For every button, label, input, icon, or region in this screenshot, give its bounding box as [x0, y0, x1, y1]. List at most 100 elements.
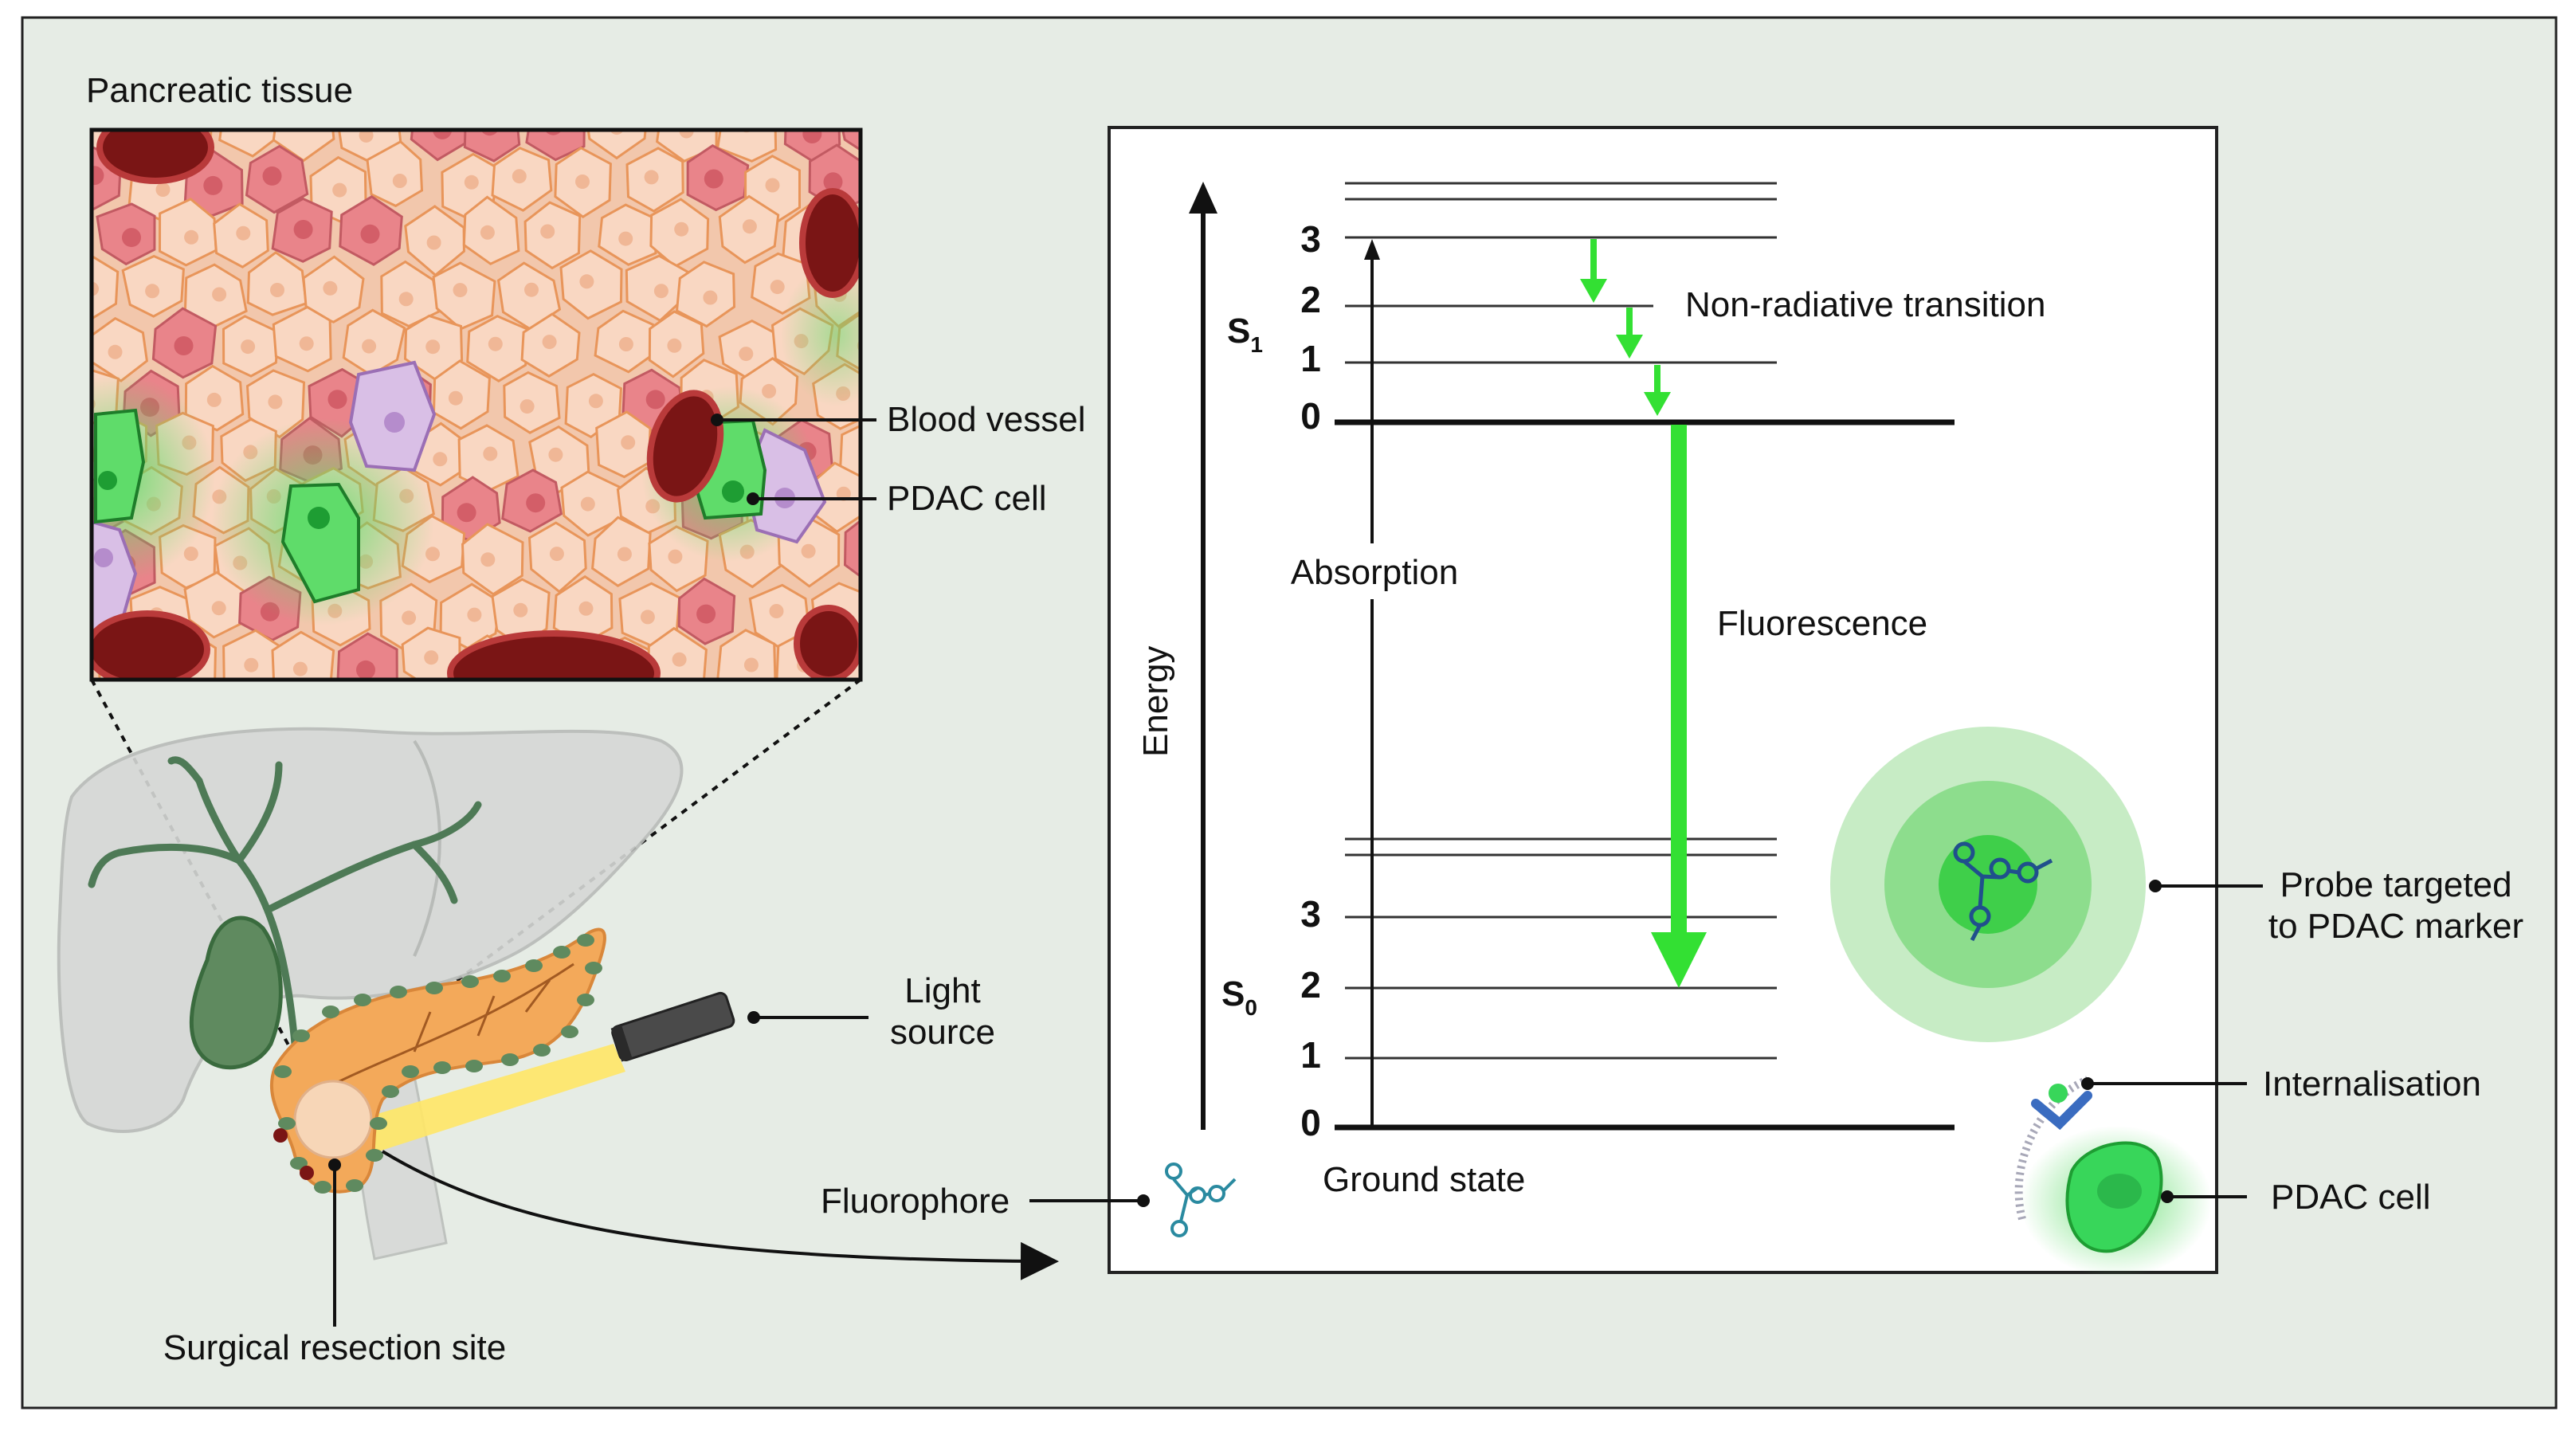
light-source-label-2: source — [890, 1013, 995, 1052]
tumor-dot — [366, 1149, 383, 1162]
s0-vibrational-levels — [1345, 837, 1777, 1060]
cell-nucleus — [802, 130, 822, 143]
cell-nucleus — [92, 166, 104, 186]
s1-level-3: 3 — [1300, 218, 1321, 260]
cell-nucleus — [526, 493, 546, 513]
tumor-dot — [561, 1025, 578, 1038]
cell-nucleus — [108, 344, 123, 359]
fluorophore-molecule-icon — [1165, 1162, 1237, 1237]
s1-letter: S — [1227, 312, 1250, 351]
cell-nucleus — [617, 547, 632, 562]
cell-nucleus — [270, 283, 284, 297]
cell-nucleus — [483, 446, 498, 461]
tumor-dot — [346, 1179, 363, 1192]
energy-axis-arrowhead — [1189, 182, 1217, 214]
s1-level-1: 1 — [1300, 338, 1321, 379]
cell-nucleus — [672, 652, 687, 667]
fluorescence-arrow — [1671, 425, 1687, 935]
fluorescence-arrowhead — [1651, 932, 1707, 988]
tumor-dot — [370, 1117, 387, 1130]
cell-nucleus — [457, 503, 476, 523]
cell-nucleus — [542, 335, 557, 350]
s1-level-2: 2 — [1300, 279, 1321, 320]
tissue-cell — [218, 130, 278, 158]
cell-nucleus — [488, 336, 503, 351]
cell-nucleus — [398, 292, 414, 307]
cell-nucleus — [679, 130, 694, 139]
tumor-dot — [433, 1061, 451, 1074]
blood-vessel-dot — [711, 414, 723, 426]
resection-site — [293, 1080, 373, 1159]
tumor-dot — [274, 1065, 292, 1078]
pdac-cell-label: PDAC cell — [887, 479, 1047, 518]
tumor-cell — [463, 130, 521, 163]
ground-state-label: Ground state — [1323, 1160, 1525, 1199]
cell-nucleus — [524, 282, 539, 297]
fluorophore-label: Fluorophore — [821, 1182, 1010, 1221]
s0-level-3: 3 — [1300, 893, 1321, 935]
pancreatic-duct — [334, 962, 574, 1085]
cell-nucleus — [742, 219, 757, 234]
cell-nucleus — [433, 130, 453, 139]
cell-nucleus — [362, 339, 377, 354]
s0-letter: S — [1221, 974, 1245, 1013]
pancreas-vessel-1 — [273, 1128, 288, 1143]
tumor-dot — [402, 1065, 419, 1078]
cell-nucleus — [467, 607, 482, 622]
tumor-dot — [553, 946, 570, 959]
tumor-cell — [410, 130, 472, 162]
cell-nucleus — [618, 337, 633, 351]
jablonski-panel — [1108, 126, 2218, 1274]
tumor-dot — [290, 1157, 308, 1170]
cell-nucleus — [801, 543, 816, 559]
glow-pdac-4 — [781, 263, 861, 406]
blood-vessel-4 — [92, 610, 210, 680]
light-source-device — [610, 991, 735, 1062]
cell-nucleus — [402, 610, 417, 625]
s0-level-1: 1 — [1300, 1034, 1321, 1076]
cell-nucleus — [743, 657, 759, 672]
cell-nucleus — [327, 390, 347, 410]
tumor-dot — [577, 994, 594, 1006]
tissue-cell — [271, 630, 335, 680]
cell-nucleus — [548, 447, 563, 462]
cell-nucleus — [575, 174, 590, 189]
s0-subscript: 0 — [1245, 995, 1257, 1020]
cell-nucleus — [299, 336, 314, 351]
blood-vessel-label: Blood vessel — [887, 400, 1085, 439]
cell-nucleus — [588, 394, 603, 409]
pancreas-vessel-2 — [300, 1166, 314, 1180]
cell-nucleus — [668, 549, 683, 564]
cell-nucleus — [268, 394, 283, 410]
cell-nucleus — [513, 602, 528, 617]
internalisation-label: Internalisation — [2263, 1064, 2481, 1104]
absorption-arrowhead — [1364, 239, 1380, 260]
tumor-dot — [425, 982, 443, 994]
tumor-cell — [336, 632, 398, 680]
cell-nucleus — [424, 650, 439, 665]
cell-nucleus — [512, 169, 527, 184]
cell-nucleus — [448, 390, 463, 406]
pancreatic-tissue-panel — [92, 130, 861, 680]
non-radiative-label: Non-radiative transition — [1685, 285, 2045, 324]
cell-membrane — [2014, 1076, 2089, 1221]
tumor-cell — [843, 519, 861, 578]
cell-nucleus — [293, 220, 313, 239]
cell-nucleus — [262, 166, 282, 186]
cell-nucleus — [520, 399, 535, 414]
cell-nucleus — [618, 231, 633, 246]
pdac-cell-right-dot — [2161, 1190, 2174, 1203]
blood-vessel-2 — [799, 188, 861, 298]
tumor-dot — [493, 970, 511, 982]
pdac-cell-2 — [280, 482, 360, 604]
cell-nucleus — [765, 178, 780, 193]
cell-nucleus — [579, 274, 594, 289]
s0-level-2: 2 — [1300, 964, 1321, 1006]
s1-state-label: S1 — [1227, 312, 1263, 357]
bound-probe-icon — [2049, 1084, 2068, 1103]
cell-nucleus — [621, 435, 636, 450]
cell-nucleus — [645, 390, 665, 410]
probe-label-1: Probe targeted — [2280, 865, 2511, 904]
cell-nucleus — [667, 338, 682, 353]
